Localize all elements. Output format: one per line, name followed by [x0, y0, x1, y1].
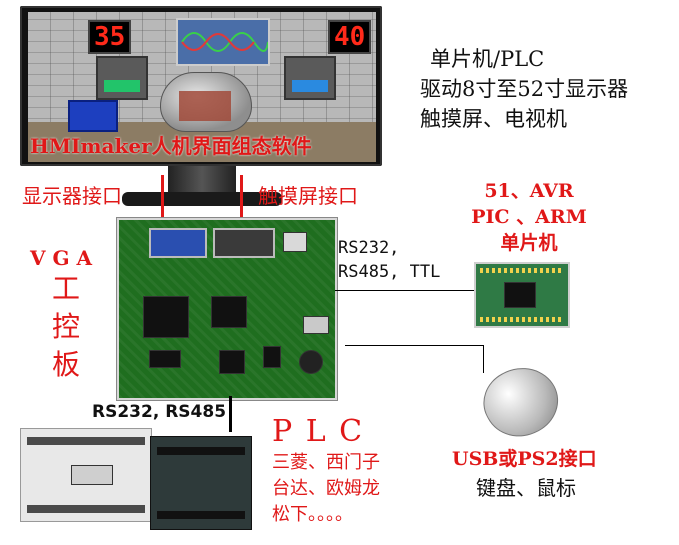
plc-brands: 三菱、西门子 台达、欧姆龙 松下。。。。 — [272, 450, 380, 528]
top-right-line2: 驱动8寸至52寸显示器 — [420, 77, 629, 101]
usb-socket — [303, 316, 329, 334]
top-right-description: 单片机/PLC 驱动8寸至52寸显示器 触摸屏、电视机 — [420, 44, 628, 134]
touch-connection-line — [240, 175, 243, 220]
blue-valve-box — [68, 100, 118, 132]
regulator-chip — [263, 346, 281, 368]
serial-label-line1: RS232, — [338, 238, 400, 258]
keyboard-mouse-label: 键盘、鼠标 — [476, 476, 576, 500]
memory-chip-2 — [219, 350, 245, 374]
mcu-label-line3: 单片机 — [500, 232, 558, 254]
right-vessel — [284, 56, 336, 100]
serial-connector — [213, 228, 275, 258]
usb-connection-line — [345, 345, 483, 346]
plc-serial-label: RS232, RS485 — [92, 402, 227, 422]
trend-chart-panel — [176, 18, 270, 66]
serial-interface-label: RS232, RS485, TTL — [338, 236, 440, 284]
touch-port-label: 触摸屏接口 — [258, 184, 358, 208]
mcu-label: 51、AVR PIC 、ARM 单片机 — [470, 178, 588, 256]
mouse-image — [472, 354, 570, 450]
controller-chip — [211, 296, 247, 328]
vga-label: V G A — [30, 246, 93, 270]
header-connector — [283, 232, 307, 252]
plc-title: P L C — [272, 414, 365, 449]
wave-graphic — [181, 32, 269, 52]
board-char-2: 控 — [52, 310, 81, 343]
hmi-software-label: HMImaker人机界面组态软件 — [30, 134, 312, 158]
serial-connection-line — [335, 290, 475, 291]
usb-connection-drop — [483, 345, 484, 373]
display-connection-line — [161, 175, 164, 220]
memory-chip-1 — [149, 350, 181, 368]
monitor-stand-neck — [168, 166, 236, 196]
led-display-left: 35 — [88, 20, 132, 54]
led-display-right: 40 — [328, 20, 372, 54]
board-char-1: 工 — [52, 272, 81, 305]
left-vessel — [96, 56, 148, 100]
top-right-line1: 单片机/PLC — [430, 47, 545, 71]
vga-control-board — [117, 218, 337, 400]
plc-brands-line1: 三菱、西门子 — [272, 452, 380, 473]
mcu-chip — [504, 282, 536, 308]
display-port-label: 显示器接口 — [22, 184, 122, 208]
buzzer — [299, 350, 323, 374]
vga-connector — [149, 228, 207, 258]
mcu-label-line2: PIC 、ARM — [471, 206, 587, 228]
usb-ps2-label: USB或PS2接口 — [452, 448, 597, 470]
top-right-line3: 触摸屏、电视机 — [420, 107, 567, 131]
plc-panel — [71, 465, 113, 485]
reactor-tank — [160, 72, 252, 132]
plc-brands-line2: 台达、欧姆龙 — [272, 478, 380, 499]
plc-brands-line3: 松下。。。。 — [272, 504, 353, 525]
main-chip — [143, 296, 189, 338]
board-type-label: 工 控 板 — [52, 270, 80, 384]
serial-label-line2: RS485, TTL — [338, 262, 441, 282]
mcu-label-line1: 51、AVR — [484, 180, 574, 202]
plc-device-2 — [150, 436, 252, 530]
plc-device-1 — [20, 428, 152, 522]
mcu-development-board — [474, 262, 570, 328]
plc-connection-line — [229, 396, 232, 432]
board-char-3: 板 — [52, 348, 81, 381]
monitor-screen: 35 40 — [28, 12, 376, 162]
